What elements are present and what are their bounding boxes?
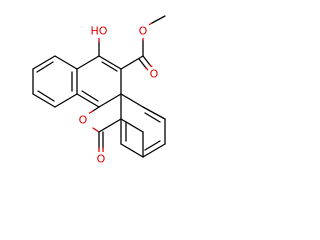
ring-oxygen-label: O bbox=[77, 113, 89, 127]
ester-carbonyl-oxygen-text: O bbox=[150, 68, 159, 81]
ester-ether-oxygen-text: O bbox=[139, 25, 148, 38]
atom-labels: HO O O O O bbox=[77, 24, 160, 166]
ring-oxygen-text: O bbox=[79, 114, 88, 127]
lactone-carbonyl-oxygen-text: O bbox=[97, 153, 106, 166]
hydroxyl-oxygen-label: HO bbox=[89, 24, 109, 38]
molecule-structure: HO O O O O bbox=[32, 15, 166, 166]
ester-carbonyl-oxygen-label: O bbox=[148, 67, 160, 81]
central-naphthalene-ring bbox=[76, 55, 122, 108]
ester-ether-oxygen-label: O bbox=[137, 24, 149, 38]
right-benzene-ring bbox=[120, 93, 166, 158]
hydroxyl-oxygen-text: HO bbox=[91, 25, 108, 38]
lactone-carbonyl bbox=[98, 131, 104, 153]
left-benzene-ring bbox=[32, 55, 78, 108]
lactone-carbonyl-oxygen-label: O bbox=[95, 152, 107, 166]
lactone-ring bbox=[87, 93, 144, 158]
